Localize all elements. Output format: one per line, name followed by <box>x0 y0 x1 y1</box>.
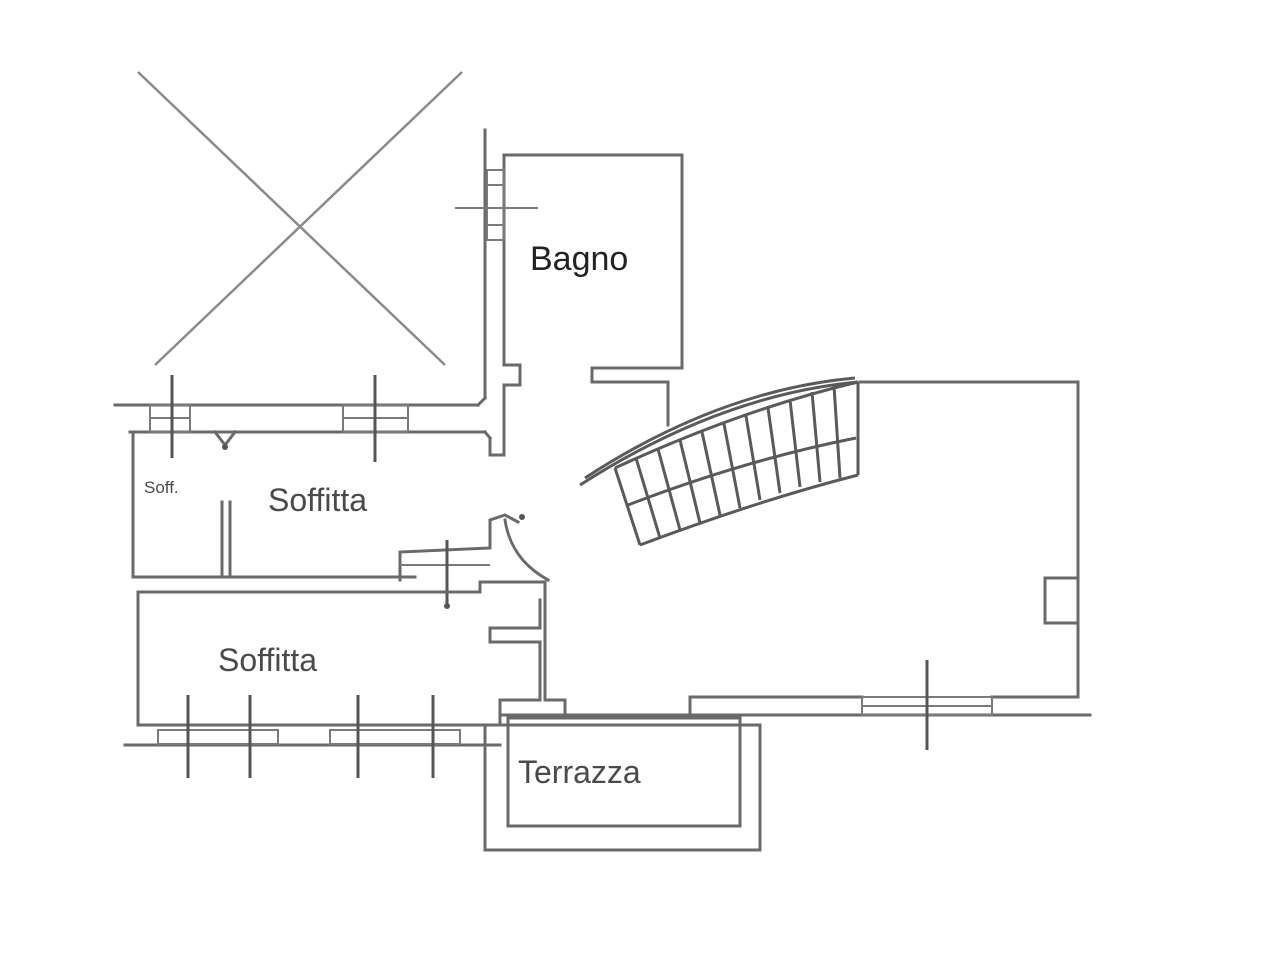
room-label-terrazza: Terrazza <box>518 754 641 790</box>
room-terrazza <box>483 716 762 852</box>
window-main <box>861 660 993 750</box>
room-label-soffitta-upper: Soffitta <box>268 482 368 518</box>
room-label-soffitta-lower: Soffitta <box>218 642 318 678</box>
window-bagno <box>455 169 538 241</box>
room-bagno <box>502 153 684 427</box>
room-soffitta-upper <box>131 429 417 579</box>
room-main <box>498 380 1092 717</box>
small-stair <box>398 513 551 609</box>
room-soffitta-lower <box>123 580 567 747</box>
windows-lower <box>157 695 461 778</box>
room-label-bagno: Bagno <box>530 240 629 278</box>
void-cross-marker <box>137 71 463 366</box>
upper-wall <box>113 128 522 457</box>
main-staircase <box>579 376 860 547</box>
room-label-soff-small: Soff. <box>144 478 179 497</box>
window-upper-mid <box>342 375 409 462</box>
window-upper-left <box>149 375 191 458</box>
